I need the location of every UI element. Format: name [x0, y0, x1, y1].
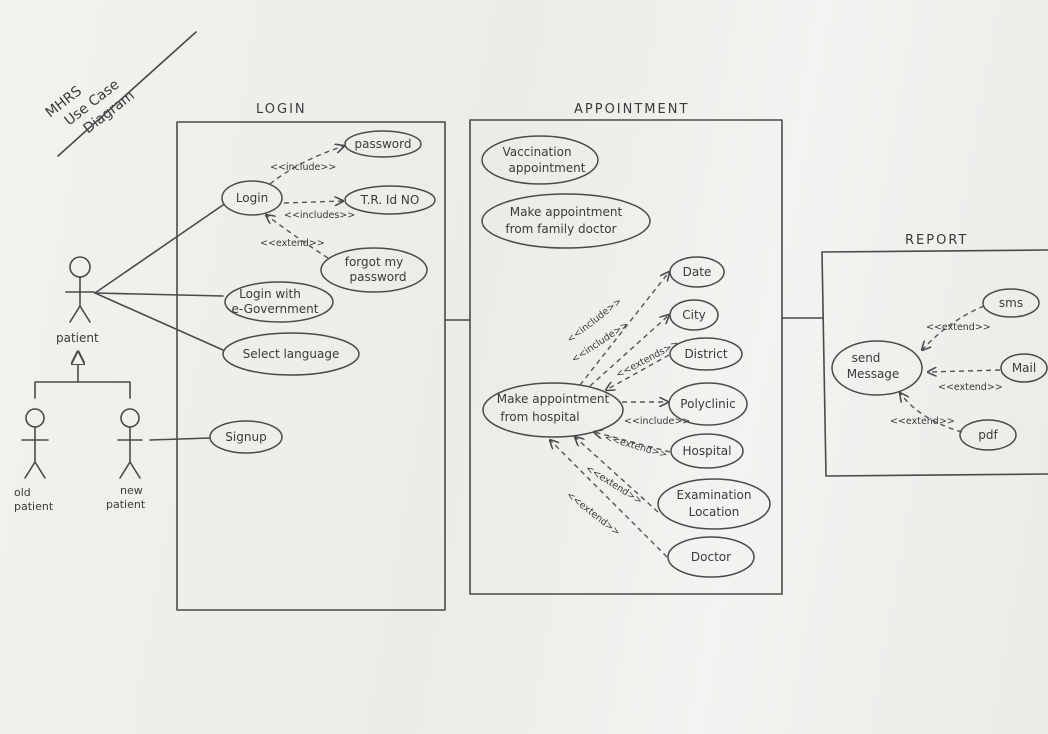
use-case-doctor[interactable]: Doctor — [667, 536, 755, 578]
use-case-login[interactable]: Login — [221, 180, 283, 216]
use-case-city-label: City — [682, 308, 706, 322]
use-case-city[interactable]: City — [669, 299, 719, 331]
use-case-pdf[interactable]: pdf — [959, 419, 1017, 451]
use-case-hospital-appt-label-2: from hospital — [500, 410, 579, 424]
use-case-egov-label-2: e-Government — [232, 302, 319, 316]
use-case-polyclinic-label: Polyclinic — [680, 397, 735, 411]
relation-extend-mail: <<extend>> — [938, 382, 1003, 393]
login-system-boundary — [176, 121, 446, 611]
use-case-language-label: Select language — [243, 347, 340, 361]
diagram-title: MHRS Use Case Diagram — [43, 77, 138, 138]
use-case-signup[interactable]: Signup — [209, 420, 283, 454]
generalization-lines — [34, 381, 131, 399]
relation-include-password: <<include>> — [270, 162, 336, 173]
relation-extend-exam: <<extend>> — [583, 463, 644, 507]
use-case-hospital[interactable]: Hospital — [670, 433, 744, 469]
report-system-boundary — [821, 249, 1048, 477]
use-case-password[interactable]: password — [344, 130, 422, 158]
relation-extend-district: <<extends>> — [614, 338, 681, 380]
use-case-login-label: Login — [236, 191, 268, 205]
use-case-login-egov[interactable]: Login with e-Government — [224, 281, 334, 323]
login-relations: <<include>> <<includes>> <<extend>> — [260, 146, 355, 259]
old-patient-actor: old patient — [14, 408, 54, 513]
use-case-exam-label-2: Location — [689, 505, 740, 519]
use-case-hospital-appointment[interactable]: Make appointment from hospital — [482, 382, 624, 438]
use-case-vaccination-label-1: Vaccination — [502, 145, 571, 159]
new-patient-label-1: new — [120, 484, 143, 497]
use-case-hospital-label: Hospital — [683, 444, 732, 458]
patient-actor-label: patient — [56, 331, 99, 345]
use-case-tr-id-label: T.R. Id NO — [360, 193, 420, 207]
use-case-pdf-label: pdf — [978, 428, 998, 442]
use-case-exam-label-1: Examination — [676, 488, 751, 502]
use-case-hospital-appt-label-1: Make appointment — [497, 392, 610, 406]
use-case-forgot-label-2: password — [350, 270, 407, 284]
old-patient-label-2: patient — [14, 500, 54, 513]
use-case-mail-label: Mail — [1012, 361, 1036, 375]
use-case-family-label-2: from family doctor — [505, 222, 616, 236]
use-case-polyclinic[interactable]: Polyclinic — [668, 382, 748, 426]
use-case-send-label-1: send — [852, 351, 881, 365]
use-case-signup-label: Signup — [225, 430, 266, 444]
use-case-district[interactable]: District — [669, 337, 743, 371]
use-case-date[interactable]: Date — [669, 256, 725, 288]
use-case-mail[interactable]: Mail — [1000, 353, 1048, 383]
use-case-date-label: Date — [683, 265, 712, 279]
use-case-forgot-password[interactable]: forgot my password — [320, 247, 428, 293]
login-section-title: LOGIN — [256, 102, 307, 117]
use-case-vaccination[interactable]: Vaccination appointment — [481, 135, 599, 185]
use-case-sms[interactable]: sms — [982, 288, 1040, 318]
report-section-title: REPORT — [905, 233, 968, 248]
relation-extend-pdf: <<extend>> — [890, 416, 955, 427]
use-case-forgot-label-1: forgot my — [345, 255, 404, 269]
appointment-system-boundary — [469, 119, 783, 595]
patient-actor: patient — [56, 256, 99, 345]
use-case-sms-label: sms — [999, 296, 1023, 310]
use-case-password-label: password — [355, 137, 412, 151]
relation-include-polyclinic: <<include>> — [624, 416, 690, 427]
use-case-doctor-label: Doctor — [691, 550, 731, 564]
new-patient-actor: new patient — [106, 408, 146, 511]
use-case-vaccination-label-2: appointment — [509, 161, 586, 175]
use-case-tr-id[interactable]: T.R. Id NO — [344, 185, 436, 215]
use-case-district-label: District — [684, 347, 727, 361]
use-case-family-label-1: Make appointment — [510, 205, 623, 219]
use-case-send-message[interactable]: send Message — [831, 340, 923, 396]
appointment-section-title: APPOINTMENT — [574, 102, 689, 117]
use-case-send-label-2: Message — [847, 367, 900, 381]
old-patient-label-1: old — [14, 486, 31, 499]
relation-extend-doctor: <<extend>> — [564, 490, 622, 539]
relation-includes-trid: <<includes>> — [284, 210, 355, 221]
use-case-family-doctor[interactable]: Make appointment from family doctor — [481, 193, 651, 249]
actor-associations — [94, 204, 224, 441]
report-relations: <<extend>> <<extend>> <<extend>> — [890, 305, 1003, 433]
use-case-select-language[interactable]: Select language — [222, 332, 360, 376]
relation-extend-forgot: <<extend>> — [260, 238, 325, 249]
title-underline — [57, 31, 197, 157]
use-case-examination-location[interactable]: Examination Location — [657, 478, 771, 530]
relation-extend-sms: <<extend>> — [926, 322, 991, 333]
relation-extend-hospital: <<extend>> — [603, 432, 668, 460]
new-patient-label-2: patient — [106, 498, 146, 511]
use-case-egov-label-1: Login with — [239, 287, 301, 301]
